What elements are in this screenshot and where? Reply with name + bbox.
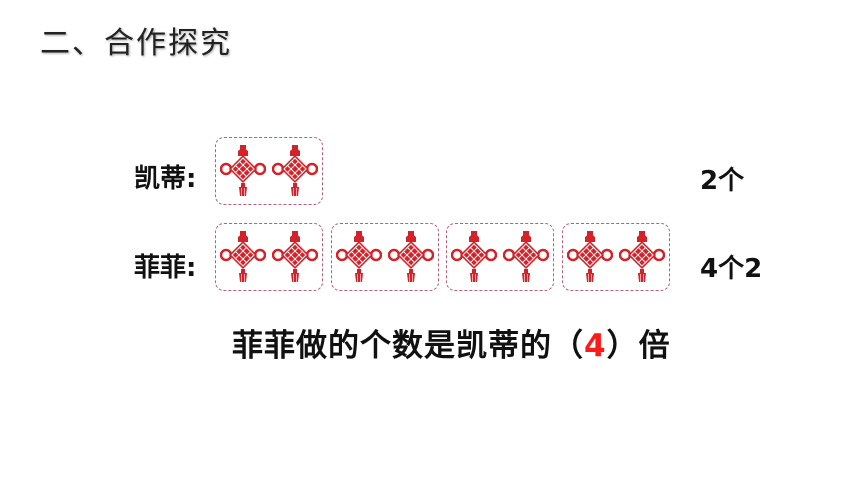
knot-group: [446, 223, 554, 291]
page-title: 二、合作探究: [40, 26, 232, 61]
sentence-text-after: ）倍: [606, 328, 671, 364]
question-sentence: 菲菲做的个数是凯蒂的（4）倍: [232, 320, 671, 365]
knot-group: [562, 223, 670, 291]
answer-value: 4: [584, 328, 607, 364]
chinese-knot-icon: [567, 231, 613, 283]
knot-group: [215, 137, 323, 205]
chinese-knot-icon: [220, 145, 266, 197]
chinese-knot-icon: [336, 231, 382, 283]
count-kaidi: 2个: [700, 166, 745, 196]
count-feifei: 4个2: [700, 254, 763, 284]
row-label-feifei: 菲菲:: [134, 253, 197, 283]
knot-group: [215, 223, 323, 291]
chinese-knot-icon: [451, 231, 497, 283]
chinese-knot-icon: [272, 145, 318, 197]
knot-group: [331, 223, 439, 291]
chinese-knot-icon: [503, 231, 549, 283]
chinese-knot-icon: [272, 231, 318, 283]
row-label-kaidi: 凯蒂:: [134, 164, 197, 194]
chinese-knot-icon: [220, 231, 266, 283]
sentence-text-before: 菲菲做的个数是凯蒂的（: [232, 328, 584, 364]
chinese-knot-icon: [388, 231, 434, 283]
chinese-knot-icon: [619, 231, 665, 283]
